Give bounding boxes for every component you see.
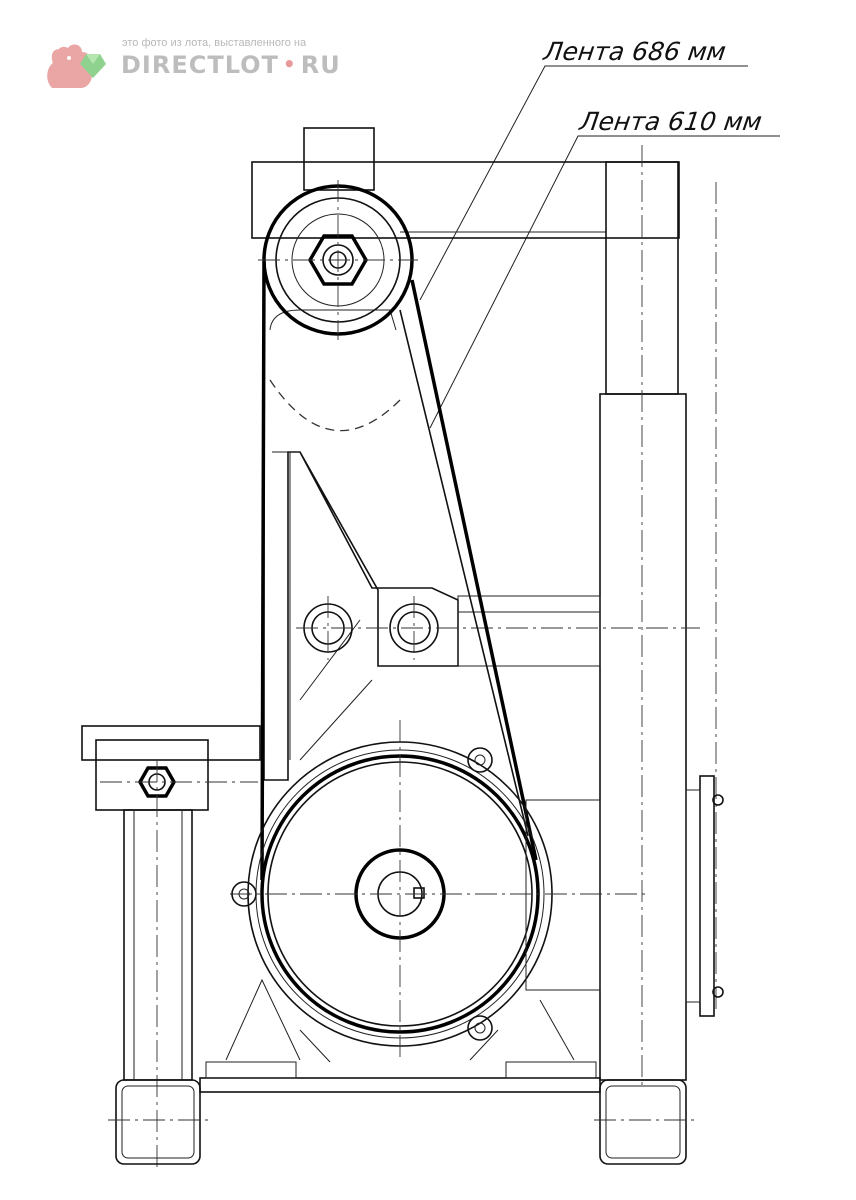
- watermark-brand-dot: •: [282, 52, 297, 76]
- hidden-arc: [269, 379, 401, 432]
- watermark-brand: DIRECTLOT•RU: [121, 51, 341, 79]
- top-bracket: [251, 127, 680, 239]
- arm-bolts: [296, 596, 700, 660]
- motor-housing: [225, 720, 650, 1063]
- watermark-brand-left: DIRECTLOT: [121, 51, 279, 79]
- leader-belt-686: [419, 65, 748, 301]
- leader-belt-610: [429, 135, 780, 429]
- squirrel-gem-logo-icon: [47, 44, 106, 88]
- belt-610-label: Лента 610 мм: [577, 107, 764, 136]
- belt-686-label: Лента 686 мм: [541, 37, 728, 66]
- left-support: [81, 725, 261, 1170]
- watermark-caption: это фото из лота, выставленного на: [122, 37, 307, 49]
- leader-lines: [419, 65, 780, 429]
- base: [108, 1061, 696, 1165]
- top-roller: [258, 180, 418, 340]
- frame-right-column: [599, 145, 724, 1090]
- watermark-brand-right: RU: [300, 51, 341, 79]
- belt-lines: [260, 261, 538, 881]
